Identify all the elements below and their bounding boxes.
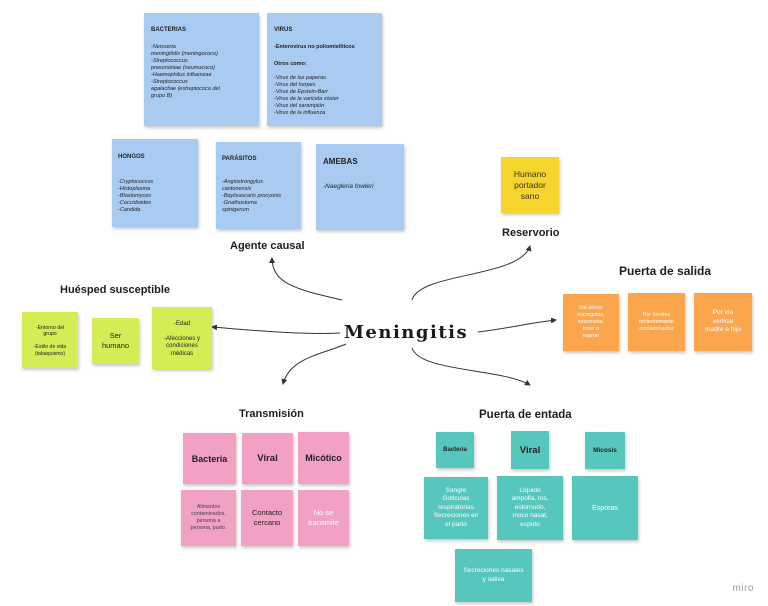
entrada-micosis-head: Micosis [593,447,617,454]
transmision-bacteria-head: Bacteria [191,453,228,464]
note-entrada-secreciones[interactable]: Secreciones nasales y saliva [455,549,532,602]
note-reservorio[interactable]: Humano portador sano [501,157,559,213]
huesped-title: Huésped susceptible [60,284,171,296]
note-parasitos[interactable]: PARÁSITOS -Angiostrongylus cantonensis -… [216,142,301,229]
note-transmision-contacto[interactable]: Contacto cercano [241,490,293,546]
note-huesped-humano[interactable]: Ser humano [92,318,139,364]
arrow-transmision [281,343,347,385]
huesped-entorno-text: -Entorno del grupo -Estilo de vida (taba… [33,324,67,357]
entrada-liquido-text: Líquido ampolla, tos, estornudo, moco na… [511,486,549,528]
hongos-list: -Cryptococcus -Histoplasma -Blastomyces … [118,179,154,213]
amebas-list: -Naegleria fowleri [323,183,374,190]
agente-causal-title: Agente causal [230,240,305,252]
note-transmision-micotico[interactable]: Micótico [298,432,349,484]
miro-logo: miro [732,583,754,594]
note-entrada-viral[interactable]: Viral [511,431,549,469]
bacterias-heading: BACTERIAS [151,27,187,33]
arrow-salida [477,317,557,333]
entrada-sangre-text: Sangre Goticulas respiratorias Secrecion… [433,486,479,528]
note-transmision-nosetransmite[interactable]: No se transmite [298,490,349,546]
arrow-huesped [211,324,341,334]
entrada-viral-head: Viral [519,444,541,456]
huesped-humano-text: Ser humano [101,331,130,350]
note-huesped-edad[interactable]: -Edad -Afecciones y condiciones médicas [152,307,212,369]
parasitos-list: -Angiostrongylus cantonensis -Baylisasca… [222,179,281,213]
arrow-reservorio [411,245,532,301]
entrada-esporas-text: Esporas [592,504,618,512]
note-entrada-sangre[interactable]: Sangre Goticulas respiratorias Secrecion… [424,477,488,539]
salida-vertical-text: Por vía vertical madre e hijo [705,309,741,334]
note-salida-fomites[interactable]: Por fomites recientemente contaminados [628,293,685,351]
note-salida-aerea[interactable]: Vía aérea: microgotas, estornudar, toser… [563,294,619,351]
huesped-edad-text: -Edad -Afecciones y condiciones médicas [163,320,200,357]
note-transmision-viral[interactable]: Viral [242,433,293,484]
virus-list: -Virus de las paperas -Virus del herpes … [274,75,339,116]
note-huesped-entorno[interactable]: -Entorno del grupo -Estilo de vida (taba… [22,312,78,368]
salida-fomites-text: Por fomites recientemente contaminados [639,311,674,332]
puerta-entrada-title: Puerta de entada [479,409,572,421]
note-entrada-micosis[interactable]: Micosis [585,432,625,469]
amebas-heading: AMEBAS [323,157,358,166]
note-transmision-alimentos[interactable]: Alimentos contaminados, persona a person… [181,490,236,546]
puerta-salida-title: Puerta de salida [619,264,712,278]
virus-heading: VIRUS [274,27,293,33]
reservorio-text: Humano portador sano [513,168,547,201]
transmision-nose-text: No se transmite [308,508,339,527]
note-entrada-bacteria[interactable]: Bacteria [436,432,474,468]
bacterias-list: -Neisseria meningitidis (meningococo) -S… [151,44,220,99]
transmision-contacto-text: Contacto cercano [251,508,283,527]
note-bacterias[interactable]: BACTERIAS -Neisseria meningitidis (menin… [144,13,259,126]
entrada-bacteria-head: Bacteria [443,447,467,453]
transmision-alimentos-text: Alimentos contaminados, persona a person… [190,504,227,531]
transmision-title: Transmisión [239,408,304,420]
parasitos-heading: PARÁSITOS [222,156,257,162]
virus-otros: Otros como: [274,61,307,67]
virus-enterovirus: -Enterovirus no poliomielíticos [274,44,355,50]
note-salida-vertical[interactable]: Por vía vertical madre e hijo [694,293,752,351]
reservorio-title: Reservorio [502,227,560,239]
salida-aerea-text: Vía aérea: microgotas, estornudar, toser… [577,305,605,339]
note-entrada-liquido[interactable]: Líquido ampolla, tos, estornudo, moco na… [497,476,563,540]
arrow-entrada [411,347,531,386]
note-hongos[interactable]: HONGOS -Cryptococcus -Histoplasma -Blast… [112,139,198,227]
transmision-micotico-head: Micótico [305,453,342,463]
note-entrada-esporas[interactable]: Esporas [572,476,638,540]
hongos-heading: HONGOS [118,154,145,160]
central-topic: Meningitis [344,322,469,343]
entrada-secreciones-text: Secreciones nasales y saliva [463,567,524,583]
note-amebas[interactable]: AMEBAS -Naegleria fowleri [316,144,404,230]
transmision-viral-head: Viral [257,453,278,464]
note-virus[interactable]: VIRUS -Enterovirus no poliomielíticos Ot… [267,13,382,126]
note-transmision-bacteria[interactable]: Bacteria [183,433,236,484]
arrow-agente [269,257,343,301]
